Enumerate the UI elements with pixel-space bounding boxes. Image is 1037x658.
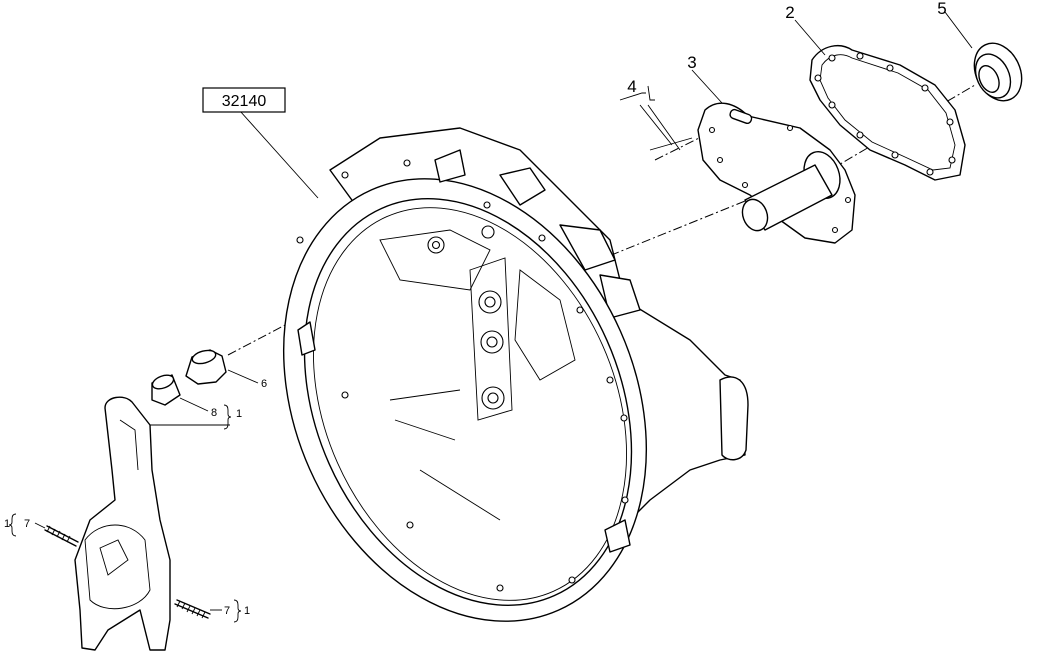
- callout-8: 8: [211, 407, 217, 419]
- callout-7-left: 7: [24, 518, 30, 530]
- reference-number-box: 32140: [202, 87, 286, 113]
- callout-6: 6: [261, 378, 267, 390]
- clutch-housing: [282, 127, 749, 622]
- callout-5: 5: [937, 0, 946, 18]
- reference-number: 32140: [222, 93, 267, 110]
- bushing-and-cap: [151, 349, 227, 406]
- bearing-cover-with-quill: [697, 102, 856, 244]
- quantity-7-left: 1: [4, 518, 10, 530]
- leader-lines: [34, 11, 973, 611]
- spring-pins: [44, 525, 211, 619]
- quantity-8: 1: [236, 408, 242, 420]
- quantity-7-right: 1: [244, 605, 250, 617]
- seal-ring: [973, 42, 1023, 102]
- callout-3: 3: [687, 53, 696, 72]
- gasket: [809, 44, 966, 181]
- callouts: 2 3 4 5 6 8 1 1 7 7 1: [4, 0, 947, 623]
- callout-7-right: 7: [224, 605, 230, 617]
- callout-4: 4: [627, 77, 636, 96]
- release-fork: [74, 396, 171, 651]
- callout-2: 2: [785, 3, 794, 22]
